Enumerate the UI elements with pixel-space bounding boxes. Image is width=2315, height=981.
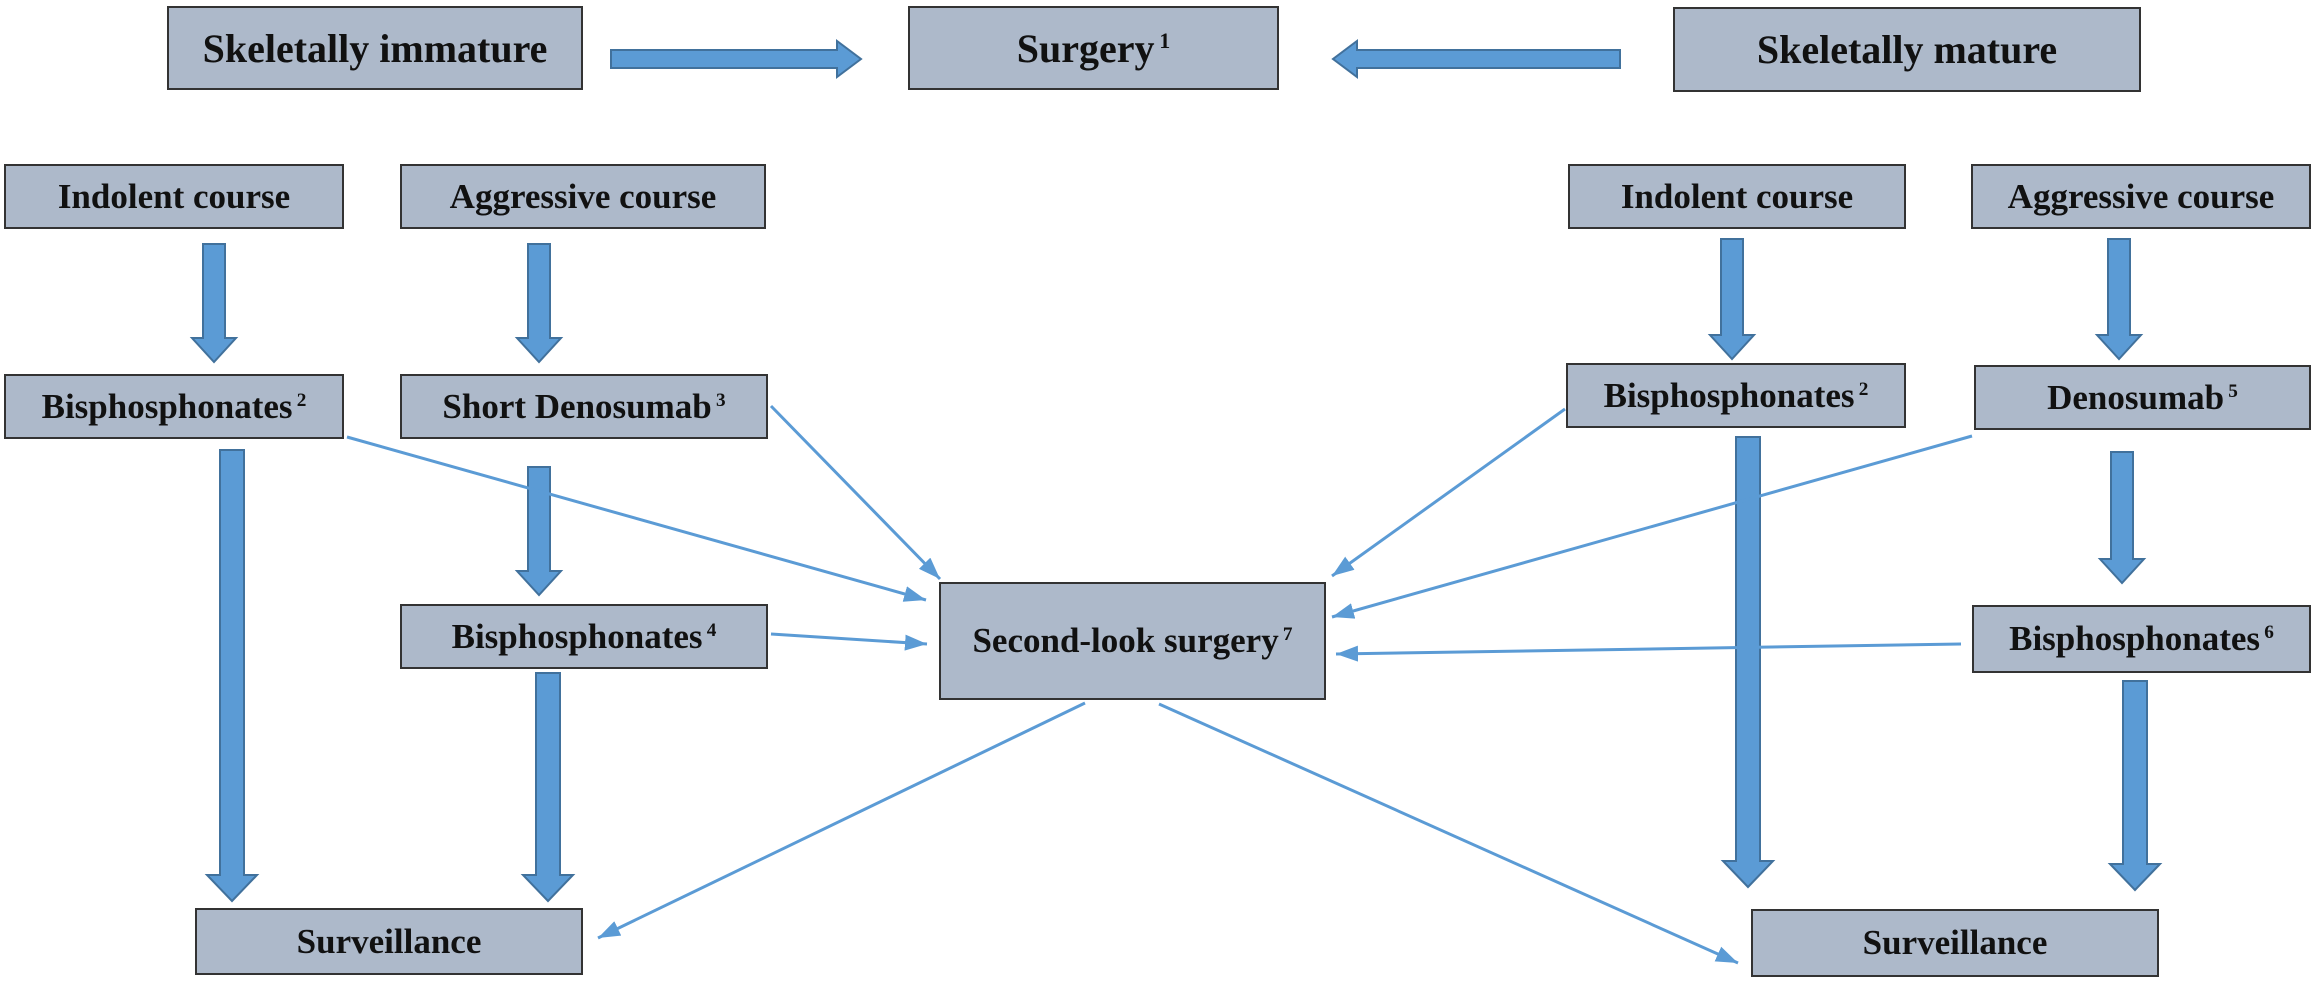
denosumab-label: Denosumab (2047, 377, 2225, 417)
arrow-mature-bisphosphonates6-to-surveillance (2107, 680, 2163, 892)
connector-short-denosumab-to-second-look (769, 404, 942, 581)
mature-followup-bisphosphonates-label: Bisphosphonates (2009, 619, 2261, 658)
immature-surveillance-label: Surveillance (296, 921, 482, 961)
arrow-mature-indolent-to-bisphosphonates (1707, 238, 1757, 361)
immature-aggressive-course-label: Aggressive course (449, 176, 717, 216)
skeletally-immature-label: Skeletally immature (202, 25, 548, 71)
connector-immature-bisphosphonates-to-second-look (346, 435, 927, 602)
connector-bisphosphonates6-to-second-look (1335, 642, 1962, 662)
arrow-short-denosumab-to-bisphosphonates (514, 466, 564, 597)
immature-surveillance-box: Surveillance (195, 908, 583, 975)
mature-followup-bisphosphonates-footnote-mark: 6 (2264, 622, 2274, 644)
arrow-immature-aggressive-to-short-denosumab (514, 243, 564, 364)
arrow-immature-indolent-to-bisphosphonates (189, 243, 239, 364)
short-denosumab-label: Short Denosumab (442, 386, 712, 426)
mature-indolent-course-box: Indolent course (1568, 164, 1906, 229)
mature-aggressive-course-label: Aggressive course (2007, 176, 2275, 216)
second-look-surgery-label: Second-look surgery (972, 621, 1279, 660)
arrow-immature-bisphosphonates4-to-surveillance (520, 672, 576, 903)
connector-denosumab-to-second-look (1331, 434, 1973, 619)
mature-bisphosphonates-footnote-mark: 2 (1858, 378, 1869, 400)
immature-bisphosphonates-footnote-mark: 2 (296, 389, 307, 411)
skeletally-mature-box: Skeletally mature (1673, 7, 2141, 92)
arrow-mature-bisphosphonates-to-surveillance (1720, 436, 1776, 889)
arrow-mature-aggressive-to-denosumab (2094, 238, 2144, 361)
connector-mature-bisphosphonates-to-second-look (1331, 407, 1566, 578)
immature-indolent-course-box: Indolent course (4, 164, 344, 229)
denosumab-footnote-mark: 5 (2228, 380, 2238, 402)
short-denosumab-footnote-mark: 3 (715, 389, 726, 411)
mature-bisphosphonates-label: Bisphosphonates (1603, 375, 1855, 415)
surgery-label: Surgery (1016, 25, 1155, 71)
immature-indolent-course-label: Indolent course (57, 176, 291, 216)
immature-aggressive-course-box: Aggressive course (400, 164, 766, 229)
arrow-mature-to-surgery (1331, 39, 1621, 79)
arrow-denosumab-to-bisphosphonates (2097, 451, 2147, 585)
connector-bisphosphonates4-to-second-look (770, 632, 928, 651)
connector-second-look-to-immature-surveillance (597, 701, 1086, 940)
mature-indolent-course-label: Indolent course (1620, 176, 1854, 216)
arrow-immature-to-surgery (610, 39, 863, 79)
skeletally-immature-box: Skeletally immature (167, 6, 583, 90)
immature-followup-bisphosphonates-label: Bisphosphonates (451, 616, 703, 656)
immature-bisphosphonates-label: Bisphosphonates (41, 386, 293, 426)
mature-surveillance-label: Surveillance (1862, 923, 2048, 962)
mature-surveillance-box: Surveillance (1751, 909, 2159, 977)
mature-aggressive-course-box: Aggressive course (1971, 164, 2311, 229)
connector-second-look-to-mature-surveillance (1158, 702, 1739, 965)
skeletally-mature-label: Skeletally mature (1756, 27, 2058, 72)
surgery-footnote-mark: 1 (1159, 28, 1171, 54)
immature-followup-bisphosphonates-footnote-mark: 4 (706, 619, 717, 641)
second-look-surgery-footnote-mark: 7 (1282, 624, 1293, 646)
arrow-immature-bisphosphonates-to-surveillance (204, 449, 260, 903)
